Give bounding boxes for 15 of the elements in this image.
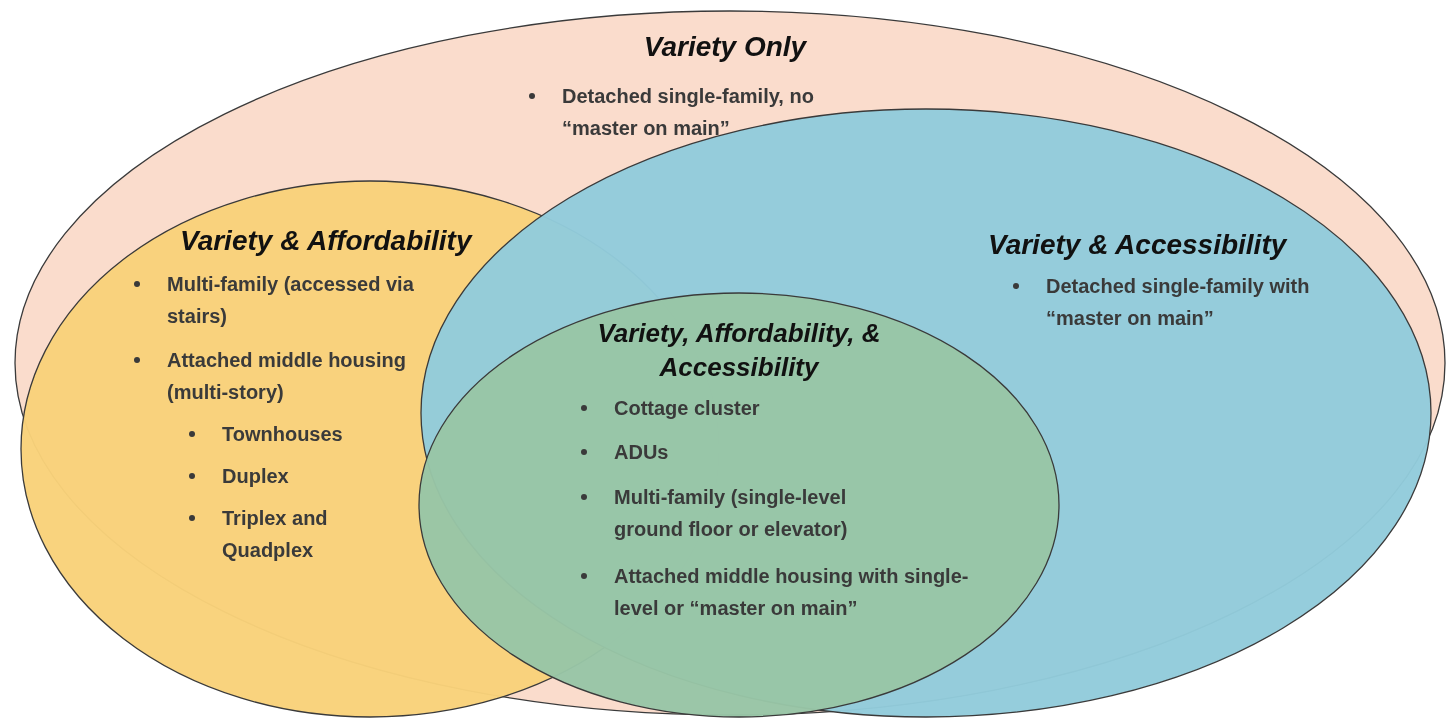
bullet-text: Multi-family (single-level ground floor or elevator) — [614, 485, 849, 542]
region-heading: Variety & Accessibility — [988, 228, 1289, 262]
region-heading: Variety Only — [642, 30, 808, 64]
bullet-text: Detached single-family with “master on main” — [1046, 274, 1311, 331]
region-heading: Variety & Affordability — [180, 224, 474, 258]
bullet-text: ADUs — [614, 440, 670, 465]
bullet-text: Duplex — [222, 464, 290, 489]
bullet-text: Multi-family (accessed via stairs) — [167, 272, 415, 329]
bullet-text: Triplex and Quadplex — [222, 506, 329, 563]
bullet-text: Detached single-family, no “master on main” — [562, 84, 815, 141]
region-heading: Variety, Affordability, & Accessibility — [596, 317, 882, 384]
bullet-text: Attached middle housing with single-level or “master on main” — [614, 564, 970, 621]
bullet-text: Attached middle housing (multi-story) — [167, 348, 407, 405]
bullet-text: Cottage cluster — [614, 396, 761, 421]
bullet-text: Townhouses — [222, 422, 344, 447]
